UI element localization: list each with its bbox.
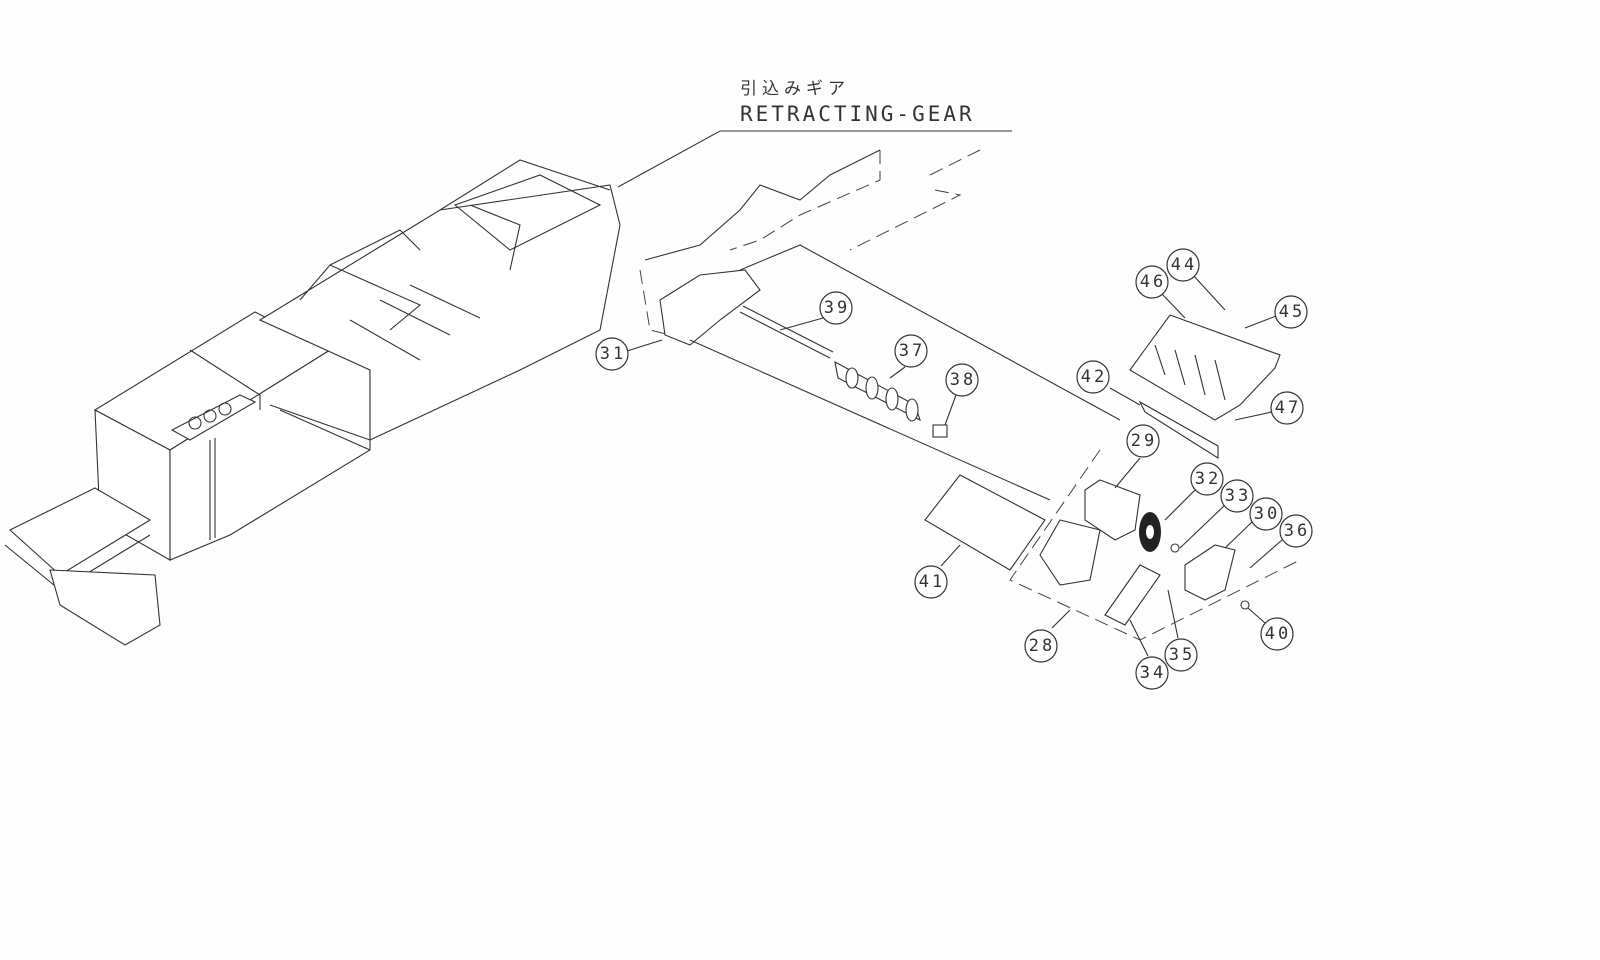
callout-circle (819, 291, 853, 325)
callout-46: 46 (1135, 265, 1169, 299)
callout-number: 34 (1140, 663, 1166, 683)
callout-29: 29 (1126, 424, 1160, 458)
callout-circle (1260, 617, 1294, 651)
callout-circle (945, 363, 979, 397)
callout-number: 31 (600, 344, 626, 364)
callout-circle (1076, 360, 1110, 394)
callout-35: 35 (1164, 638, 1198, 672)
callout-40: 40 (1260, 617, 1294, 651)
callout-number: 30 (1254, 504, 1280, 524)
callout-circle (1279, 514, 1313, 548)
pin-34 (1104, 564, 1161, 626)
callout-number: 42 (1081, 367, 1107, 387)
bushing-38 (932, 424, 948, 438)
callout-circle (1220, 479, 1254, 513)
callout-number: 45 (1279, 302, 1305, 322)
callout-39: 39 (819, 291, 853, 325)
callout-36: 36 (1279, 514, 1313, 548)
bracket-29 (1039, 479, 1141, 586)
callout-33: 33 (1220, 479, 1254, 513)
center-line-upper (739, 244, 1121, 421)
callout-38: 38 (945, 363, 979, 397)
callout-circle (595, 337, 629, 371)
callout-number: 32 (1195, 469, 1221, 489)
screw-33 (1170, 543, 1180, 553)
callout-number: 44 (1171, 255, 1197, 275)
callout-31: 31 (595, 337, 629, 371)
callout-37: 37 (894, 334, 928, 368)
callout-number: 33 (1225, 486, 1251, 506)
roller-32 (1139, 512, 1161, 552)
callout-47: 47 (1270, 391, 1304, 425)
plate-30 (1184, 544, 1236, 601)
callout-number: 28 (1029, 636, 1055, 656)
callout-34: 34 (1135, 656, 1169, 690)
gear-37 (834, 360, 921, 422)
callout-42: 42 (1076, 360, 1110, 394)
callout-41: 41 (914, 565, 948, 599)
callout-circle (1249, 497, 1283, 531)
callout-number: 35 (1169, 645, 1195, 665)
callout-circle (1024, 629, 1058, 663)
callout-circle (1274, 295, 1308, 329)
callout-circle (1126, 424, 1160, 458)
assembly-outline (1009, 449, 1301, 641)
feeder-body (4, 159, 621, 646)
side-frame (639, 149, 981, 346)
callout-44: 44 (1166, 248, 1200, 282)
plate-41 (924, 474, 1046, 571)
callout-circle (1135, 656, 1169, 690)
callout-30: 30 (1249, 497, 1283, 531)
callout-circle (1270, 391, 1304, 425)
cover-46 (1129, 314, 1281, 421)
callout-circle (1164, 638, 1198, 672)
callout-circle (1135, 265, 1169, 299)
screw-40 (1240, 600, 1250, 610)
shaft-39 (739, 305, 834, 359)
callout-circle (1166, 248, 1200, 282)
callout-28: 28 (1024, 629, 1058, 663)
callout-number: 39 (824, 298, 850, 318)
title-leader-line (617, 130, 1012, 188)
leader-lines (626, 274, 1283, 657)
callout-number: 29 (1131, 431, 1157, 451)
callout-45: 45 (1274, 295, 1308, 329)
title-japanese: 引込みギア (740, 79, 850, 99)
callout-number: 46 (1140, 272, 1166, 292)
callout-number: 37 (899, 341, 925, 361)
callout-circle (914, 565, 948, 599)
callout-circle (1190, 462, 1224, 496)
center-line (689, 339, 1051, 501)
callout-number: 40 (1265, 624, 1291, 644)
callout-number: 38 (950, 370, 976, 390)
callout-number: 47 (1275, 398, 1301, 418)
callout-32: 32 (1190, 462, 1224, 496)
callout-number: 41 (919, 572, 945, 592)
callout-circle (894, 334, 928, 368)
title-english: RETRACTING-GEAR (740, 102, 975, 126)
bar-42 (1138, 400, 1219, 459)
callout-number: 36 (1284, 521, 1310, 541)
